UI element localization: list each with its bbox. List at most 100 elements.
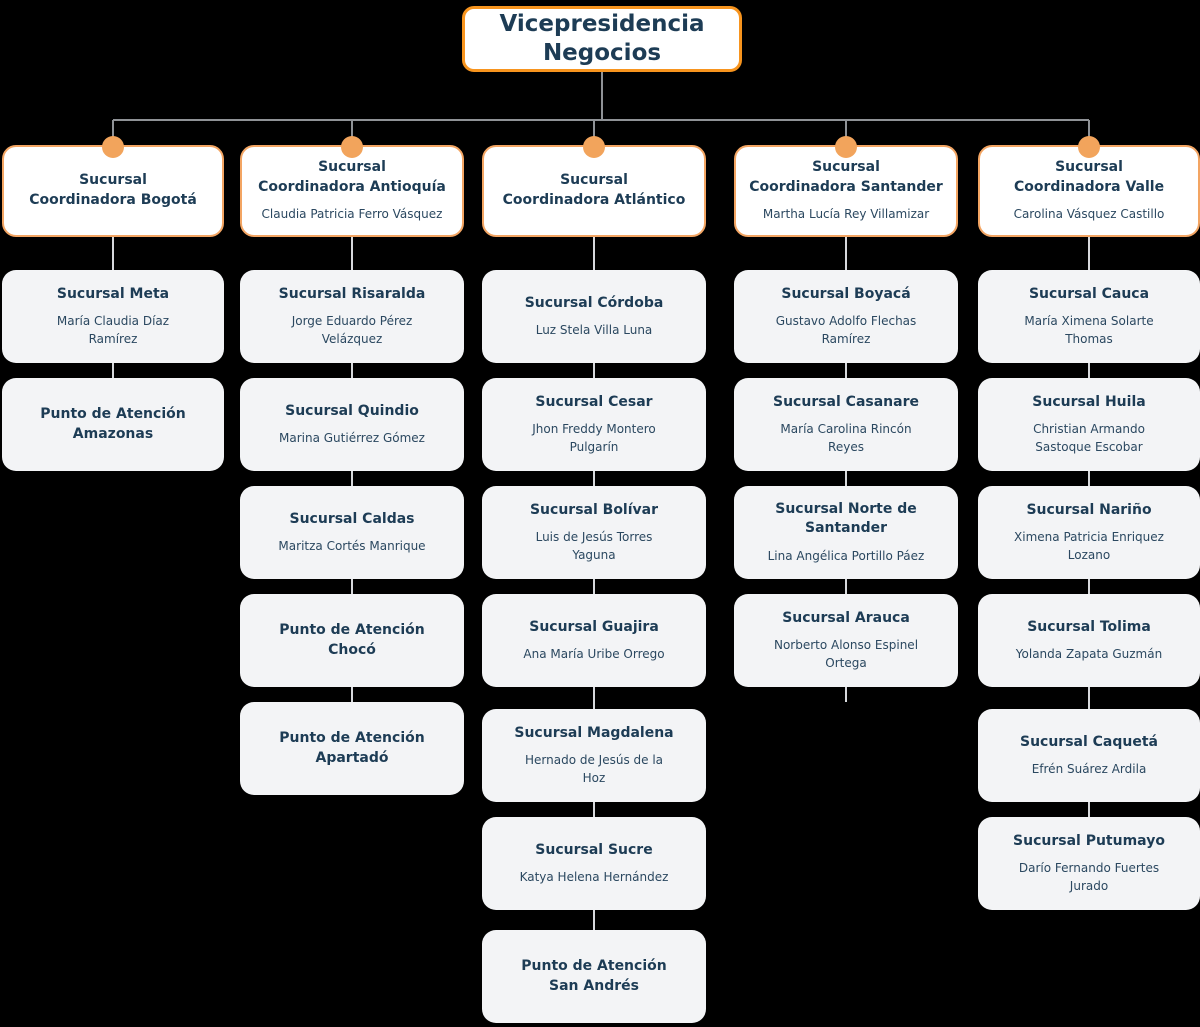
connector-line [351,237,353,270]
connector-line [1088,363,1090,378]
connector-line [845,579,847,594]
node-title: Sucursal Quindio [285,402,419,419]
connector-line [845,120,847,146]
node-title: Sucursal Casanare [773,393,919,410]
node-person: Luis de Jesús Torres Yaguna [535,530,653,562]
connector-line [1088,687,1090,709]
org-node: Punto de Atención Amazonas [2,378,224,471]
node-person: Christian Armando Sastoque Escobar [1033,422,1145,454]
connector-dot-icon [341,136,363,158]
node-title: Sucursal Bolívar [529,501,659,518]
org-node: Sucursal Cesar Jhon Freddy Montero Pulga… [482,378,706,471]
node-title: Sucursal Nariño [1026,501,1152,518]
node-person: Jhon Freddy Montero Pulgarín [532,422,656,454]
org-node: Sucursal Guajira Ana María Uribe Orrego [482,594,706,687]
org-node: Sucursal Caldas Maritza Cortés Manrique [240,486,464,579]
node-title: Sucursal Sucre [535,841,653,858]
node-person: Gustavo Adolfo Flechas Ramírez [775,314,917,346]
node-title: Sucursal Coordinadora Antioquía [258,159,446,195]
node-title: Sucursal Tolima [1027,618,1151,635]
org-node: Sucursal Arauca Norberto Alonso Espinel … [734,594,958,687]
node-person: Yolanda Zapata Guzmán [1015,647,1163,662]
node-person: Carolina Vásquez Castillo [1013,207,1165,222]
node-title: Sucursal Coordinadora Bogotá [29,172,197,208]
connector-line [351,471,353,486]
node-title: Punto de Atención Amazonas [40,405,186,442]
node-title: Sucursal Huila [1032,393,1146,410]
root-title: Vicepresidencia Negocios [499,11,705,66]
org-node: Punto de Atención Apartadó [240,702,464,795]
connector-rail [113,119,1089,121]
node-person: María Carolina Rincón Reyes [780,422,912,454]
org-node: Sucursal Putumayo Darío Fernando Fuertes… [978,817,1200,910]
org-node: Sucursal Nariño Ximena Patricia Enriquez… [978,486,1200,579]
org-node: Sucursal Risaralda Jorge Eduardo Pérez V… [240,270,464,363]
org-node: Sucursal Tolima Yolanda Zapata Guzmán [978,594,1200,687]
node-title: Sucursal Meta [56,285,170,302]
node-person: Claudia Patricia Ferro Vásquez [261,207,443,222]
connector-line [593,687,595,709]
node-title: Sucursal Risaralda [278,285,426,302]
connector-line [112,120,114,146]
node-person: Martha Lucía Rey Villamizar [762,207,930,222]
node-title: Punto de Atención Apartadó [279,729,425,766]
connector-line [1088,120,1090,146]
org-node: Sucursal Quindio Marina Gutiérrez Gómez [240,378,464,471]
org-node: Sucursal Cauca María Ximena Solarte Thom… [978,270,1200,363]
node-title: Sucursal Cauca [1028,285,1150,302]
connector-line [845,363,847,378]
connector-line [351,120,353,146]
node-title: Sucursal Coordinadora Atlántico [502,172,686,208]
connector-line [593,120,595,146]
node-person: Darío Fernando Fuertes Jurado [1018,861,1160,893]
branch-column-bogota: Sucursal Coordinadora Bogotá Sucursal Me… [2,136,224,471]
org-node: Sucursal Córdoba Luz Stela Villa Luna [482,270,706,363]
node-title: Punto de Atención San Andrés [521,957,667,994]
connector-line [593,237,595,270]
branch-column-valle: Sucursal Coordinadora Valle Carolina Vás… [978,136,1200,910]
org-node: Sucursal Bolívar Luis de Jesús Torres Ya… [482,486,706,579]
node-person: Ana María Uribe Orrego [523,647,665,662]
connector-line [593,363,595,378]
node-title: Sucursal Guajira [529,618,659,635]
node-person: Hernado de Jesús de la Hoz [524,753,664,785]
connector-line [1088,237,1090,270]
node-title: Sucursal Caquetá [1019,733,1159,750]
node-title: Sucursal Córdoba [524,294,664,311]
node-title: Sucursal Magdalena [514,724,674,741]
node-person: Ximena Patricia Enriquez Lozano [1014,530,1164,562]
node-title: Punto de Atención Chocó [279,621,425,658]
org-node-root: Vicepresidencia Negocios [462,6,742,72]
connector-line [593,471,595,486]
node-title: Sucursal Coordinadora Valle [1013,159,1165,195]
branch-column-santander: Sucursal Coordinadora Santander Martha L… [734,136,958,702]
branch-column-atlantico: Sucursal Coordinadora Atlántico Sucursal… [482,136,706,1023]
node-person: Marina Gutiérrez Gómez [279,431,425,446]
org-node: Sucursal Sucre Katya Helena Hernández [482,817,706,910]
connector-line [1088,579,1090,594]
node-title: Sucursal Norte de Santander [775,500,917,537]
org-node-coordinator: Sucursal Coordinadora Valle Carolina Vás… [978,136,1200,237]
connector-line [845,471,847,486]
org-node: Punto de Atención San Andrés [482,930,706,1023]
org-node: Sucursal Huila Christian Armando Sastoqu… [978,378,1200,471]
org-node-coordinator: Sucursal Coordinadora Santander Martha L… [734,136,958,237]
connector-line [351,363,353,378]
node-title: Sucursal Coordinadora Santander [749,159,943,195]
connector-dot-icon [1078,136,1100,158]
connector-line [1088,471,1090,486]
connector-line [351,687,353,702]
connector-line [845,687,847,702]
connector-line [593,579,595,594]
connector-line [601,72,603,120]
connector-line [112,363,114,378]
branch-column-antioquia: Sucursal Coordinadora Antioquía Claudia … [240,136,464,795]
node-title: Sucursal Putumayo [1013,832,1165,849]
node-person: María Ximena Solarte Thomas [1024,314,1154,346]
org-node: Sucursal Norte de Santander Lina Angélic… [734,486,958,579]
connector-line [845,237,847,270]
connector-dot-icon [583,136,605,158]
node-person: Norberto Alonso Espinel Ortega [773,638,919,670]
node-title: Sucursal Caldas [289,510,415,527]
org-node-coordinator: Sucursal Coordinadora Antioquía Claudia … [240,136,464,237]
